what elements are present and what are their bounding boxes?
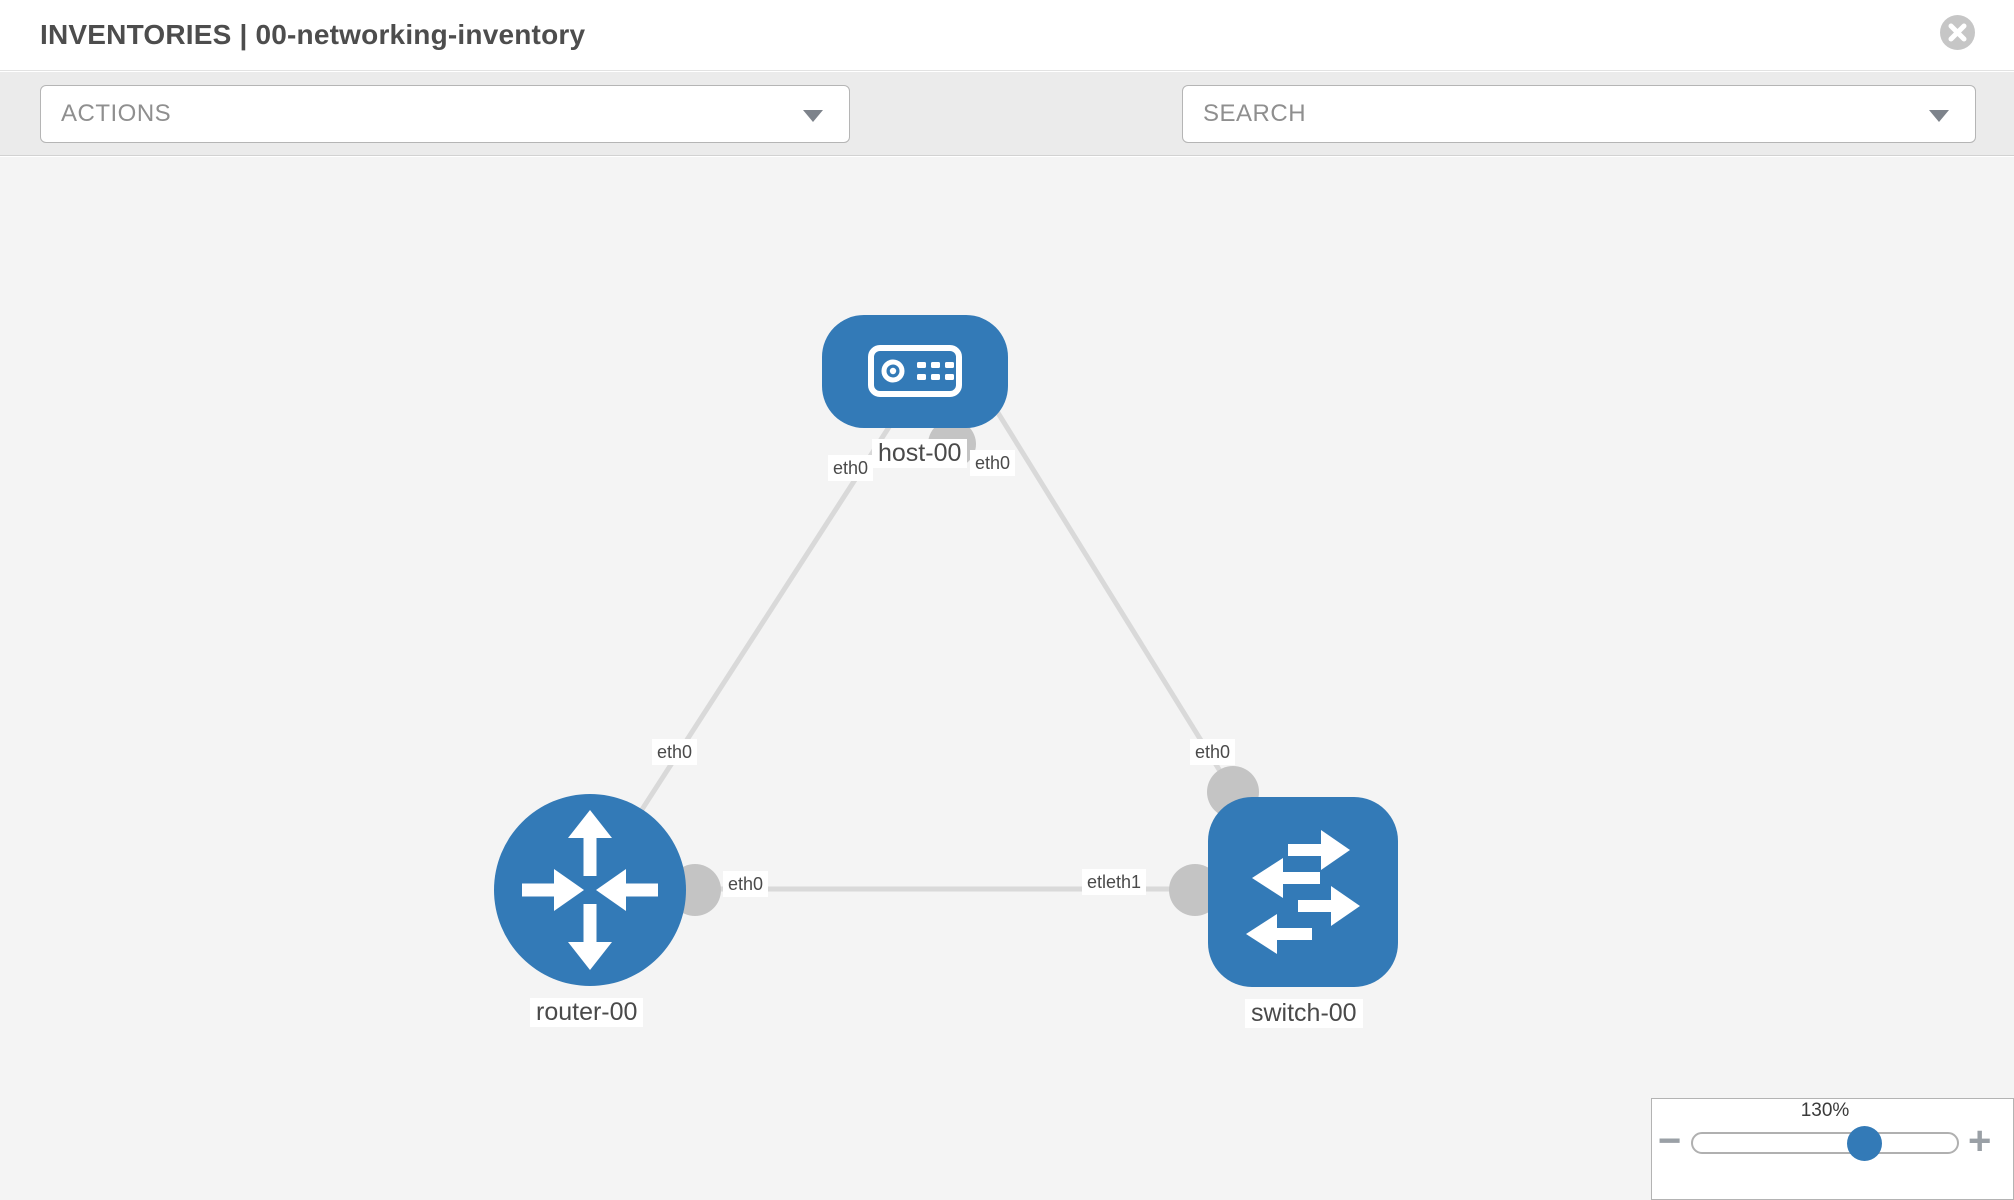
actions-dropdown[interactable]: ACTIONS xyxy=(40,85,850,143)
chevron-down-icon xyxy=(803,110,823,122)
topology-canvas[interactable] xyxy=(0,157,2014,1200)
interface-label-router-host-link: eth0 xyxy=(652,739,698,765)
interface-label-router-switch-right: etleth1 xyxy=(1082,869,1147,895)
node-switch-00[interactable] xyxy=(1208,797,1398,987)
zoom-control-panel: 130% − + xyxy=(1651,1098,2014,1200)
close-icon xyxy=(1948,23,1967,42)
interface-label-host-switch-link: eth0 xyxy=(1190,739,1236,765)
interface-label-host-right: eth0 xyxy=(970,450,1016,476)
interface-label-host-left: eth0 xyxy=(828,455,874,481)
node-host-00[interactable] xyxy=(822,315,1008,428)
node-label-router: router-00 xyxy=(530,998,644,1027)
zoom-out-button[interactable]: − xyxy=(1658,1119,1682,1163)
search-dropdown-label: SEARCH xyxy=(1203,100,1307,127)
zoom-in-button[interactable]: + xyxy=(1968,1119,1992,1163)
host-icon xyxy=(868,345,962,397)
actions-dropdown-label: ACTIONS xyxy=(61,100,172,127)
node-label-host: host-00 xyxy=(872,439,968,468)
interface-label-router-switch-left: eth0 xyxy=(723,871,769,897)
chevron-down-icon xyxy=(1929,110,1949,122)
zoom-level-readout: 130% xyxy=(1800,1100,1850,1121)
toolbar: ACTIONS SEARCH xyxy=(0,72,2014,204)
search-dropdown[interactable]: SEARCH xyxy=(1182,85,1976,143)
node-router-00[interactable] xyxy=(494,794,686,986)
zoom-slider[interactable] xyxy=(1691,1132,1959,1154)
router-icon xyxy=(522,810,658,970)
node-label-switch: switch-00 xyxy=(1245,999,1363,1028)
page-title: INVENTORIES | 00-networking-inventory xyxy=(40,19,586,50)
header-bar: INVENTORIES | 00-networking-inventory xyxy=(0,0,2014,71)
close-button[interactable] xyxy=(1940,15,1975,50)
zoom-slider-handle[interactable] xyxy=(1847,1126,1882,1161)
switch-icon xyxy=(1246,830,1360,954)
